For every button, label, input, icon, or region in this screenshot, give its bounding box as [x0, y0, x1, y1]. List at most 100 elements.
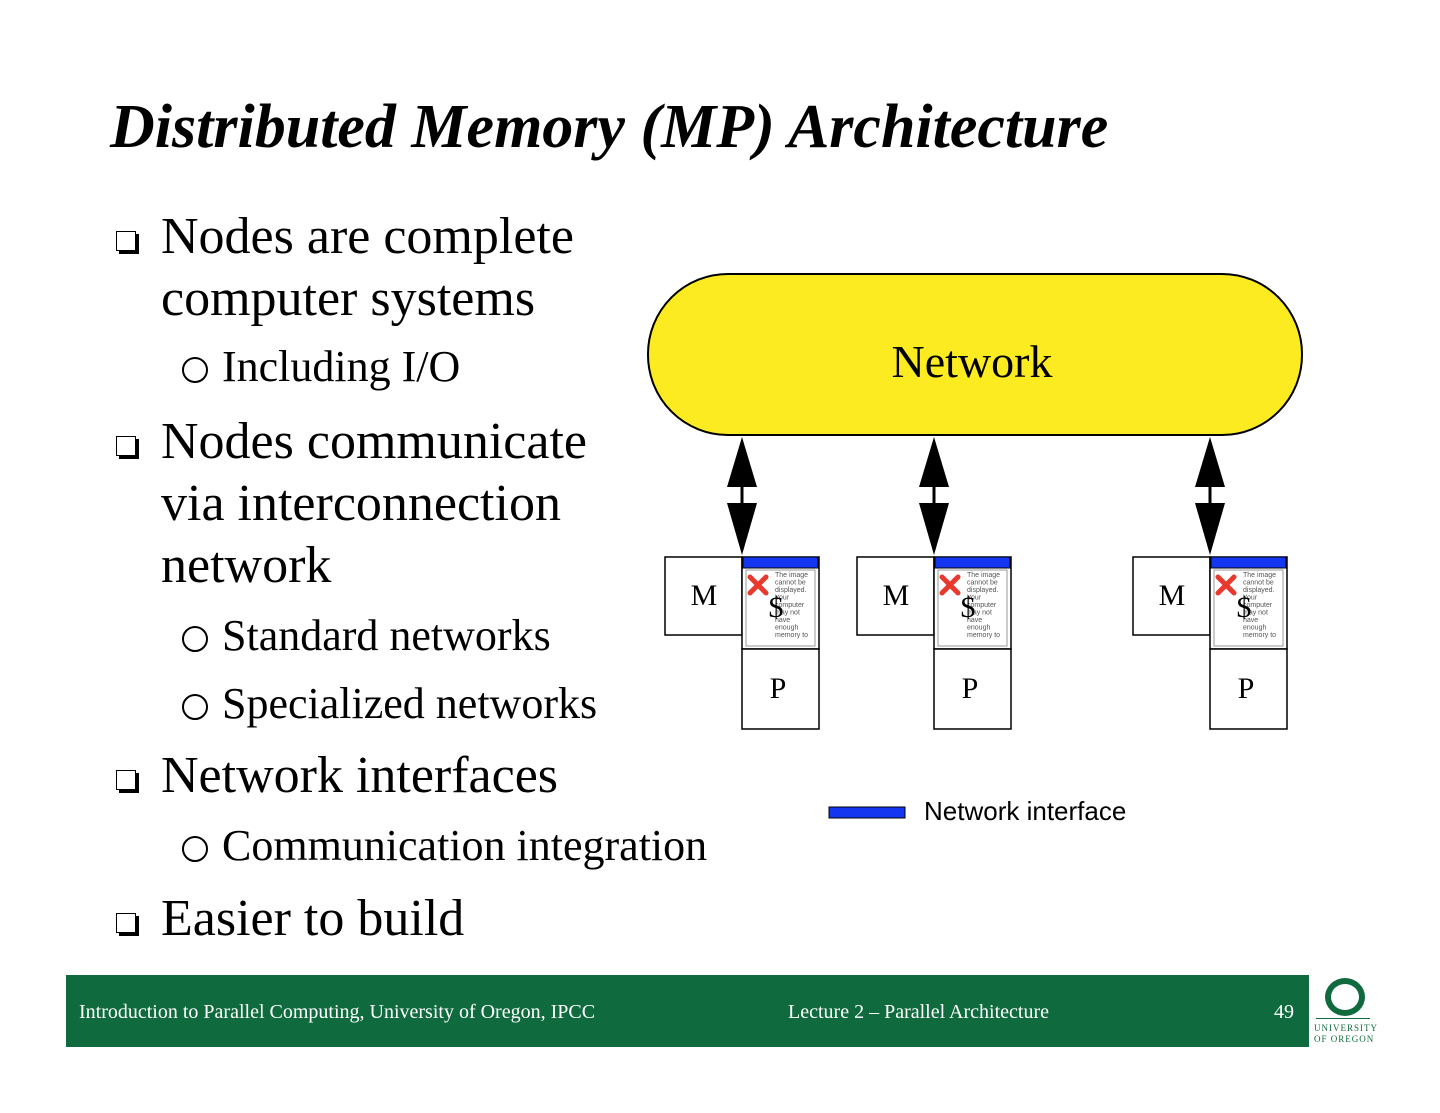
broken-image-icon [1215, 574, 1237, 596]
broken-image-frame [937, 569, 1008, 647]
subbullet-specialized-networks: Specialized networks [182, 678, 597, 730]
arrow-down-head [727, 503, 757, 555]
bullet-text: Nodes communicate via interconnection ne… [161, 411, 587, 597]
bullet-line: Easier to build [161, 890, 465, 947]
broken-image-text: The image [967, 572, 1000, 579]
broken-image-text: Your [1243, 595, 1258, 602]
page-number: 49 [1274, 1001, 1294, 1023]
network-interface-bar [742, 556, 819, 569]
bullet-list: Nodes are complete computer systems Incl… [116, 206, 707, 950]
footer-course-title: Introduction to Parallel Computing, Univ… [79, 1001, 596, 1023]
broken-image-text: Your [775, 595, 790, 602]
memory-box [856, 556, 935, 636]
subbullet-communication-integration: Communication integration [182, 820, 707, 872]
network-label: Network [892, 336, 1053, 387]
broken-image-text: cannot be [775, 580, 806, 587]
bullet-line: via interconnection [161, 475, 561, 532]
broken-image-text: have [967, 617, 982, 624]
circle-bullet-icon [182, 357, 208, 383]
double-arrow-icon [727, 437, 1225, 555]
broken-image-text: enough [1243, 625, 1266, 632]
subbullet-including-io: Including I/O [182, 341, 460, 393]
bullet-text: Network interfaces [161, 745, 558, 807]
legend-interface-swatch [828, 806, 906, 819]
broken-image-text: displayed. [967, 587, 999, 594]
broken-image-text: may not [967, 610, 992, 617]
broken-image-icon [939, 574, 961, 596]
cache-label: $ [1237, 591, 1252, 624]
broken-image-text: displayed. [775, 587, 807, 594]
o-logo-icon [1325, 978, 1365, 1016]
processor-label: P [1238, 672, 1255, 705]
broken-image-frame [745, 569, 816, 647]
arrow-up-head [919, 437, 949, 487]
square-bullet-icon [116, 913, 136, 933]
bullet-line: Nodes communicate [161, 413, 587, 470]
subbullet-text: Communication integration [222, 821, 708, 870]
memory-label: M [883, 579, 910, 612]
broken-image-text: have [1243, 617, 1258, 624]
broken-image-text: cannot be [1243, 580, 1274, 587]
network-interface-bar [934, 556, 1011, 569]
broken-image-text: cannot be [967, 580, 998, 587]
arrow-up-head [727, 437, 757, 487]
network-interface-bar [1210, 556, 1287, 569]
processor-box [741, 648, 820, 730]
memory-label: M [1159, 579, 1186, 612]
arrow-down-head [919, 503, 949, 555]
broken-image-text: memory to [1243, 632, 1276, 639]
circle-bullet-icon [182, 694, 208, 720]
broken-image-text: The image [775, 572, 808, 579]
broken-image-text: memory to [967, 632, 1000, 639]
processor-label: P [770, 672, 787, 705]
logo-text-line2: OF OREGON [1314, 1034, 1375, 1044]
cache-box [741, 556, 820, 650]
cache-box [1209, 556, 1288, 650]
cache-label: $ [961, 591, 976, 624]
broken-image-text: may not [775, 610, 800, 617]
broken-image-text: may not [1243, 610, 1268, 617]
memory-box [1132, 556, 1211, 636]
processor-box [933, 648, 1012, 730]
broken-image-text: have [775, 617, 790, 624]
logo-text-line1: UNIVERSITY [1314, 1023, 1378, 1033]
arrow-down-head [1195, 503, 1225, 555]
subbullet-standard-networks: Standard networks [182, 610, 551, 662]
square-bullet-icon [116, 770, 136, 790]
bullet-line: Nodes are complete [161, 208, 574, 265]
bullet-line: computer systems [161, 270, 536, 327]
broken-image-icon [747, 574, 769, 596]
broken-image-frame [1213, 569, 1284, 647]
bullet-text: Nodes are complete computer systems [161, 206, 574, 330]
broken-image-text: Your [967, 595, 982, 602]
circle-bullet-icon [182, 836, 208, 862]
subbullet-text: Including I/O [222, 342, 461, 391]
arrow-up-head [1195, 437, 1225, 487]
cache-box [933, 556, 1012, 650]
footer-bar: Introduction to Parallel Computing, Univ… [66, 975, 1309, 1047]
broken-image-text: computer [1243, 602, 1273, 609]
broken-image-text: displayed. [1243, 587, 1275, 594]
processor-label: P [962, 672, 979, 705]
broken-image-text: The image [1243, 572, 1276, 579]
footer-lecture-title: Lecture 2 – Parallel Architecture [788, 1001, 1049, 1023]
processor-box [1209, 648, 1288, 730]
subbullet-text: Specialized networks [222, 679, 598, 728]
bullet-text: Easier to build [161, 888, 464, 950]
cache-label: $ [769, 591, 784, 624]
network-bus [647, 273, 1303, 436]
bullet-line: network [161, 537, 332, 594]
subbullet-text: Standard networks [222, 611, 551, 660]
broken-image-text: memory to [775, 632, 808, 639]
memory-label: M [691, 579, 718, 612]
broken-image-text: computer [775, 602, 805, 609]
broken-image-text: enough [967, 625, 990, 632]
broken-image-text: enough [775, 625, 798, 632]
broken-image-text: computer [967, 602, 997, 609]
circle-bullet-icon [182, 626, 208, 652]
